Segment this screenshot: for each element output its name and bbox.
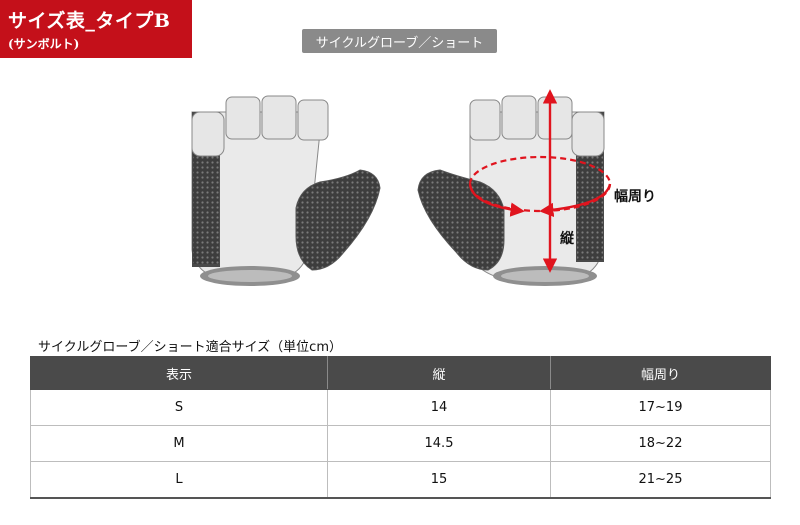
badge-title: サイズ表_タイプB	[8, 10, 171, 32]
girth-label: 幅周り	[614, 189, 656, 205]
size-chart-badge: サイズ表_タイプB (サンボルト)	[0, 0, 192, 58]
glove-palm-view	[417, 89, 612, 286]
length-label: 縦	[560, 231, 574, 247]
cell-girth: 17~19	[550, 389, 771, 426]
size-table: 表示 縦 幅周り S 14 17~19 M 14.5 18~22 L 15 21…	[30, 356, 771, 499]
table-row: L 15 21~25	[30, 461, 771, 499]
cell-girth: 18~22	[550, 425, 771, 462]
header-size-label: 表示	[30, 356, 328, 390]
cell-size: L	[30, 461, 328, 499]
category-label: サイクルグローブ／ショート	[302, 29, 497, 53]
cell-size: S	[30, 389, 328, 426]
cell-size: M	[30, 425, 328, 462]
glove-back-view	[191, 95, 381, 286]
badge-subtitle: (サンボルト)	[8, 37, 80, 51]
header-length: 縦	[327, 356, 551, 390]
table-row: M 14.5 18~22	[30, 425, 771, 462]
table-caption: サイクルグローブ／ショート適合サイズ（単位cm）	[38, 340, 342, 355]
table-header-row: 表示 縦 幅周り	[30, 356, 771, 390]
glove-illustrations	[191, 89, 612, 286]
cell-length: 15	[327, 461, 551, 499]
header-girth: 幅周り	[550, 356, 771, 390]
cell-length: 14.5	[327, 425, 551, 462]
cell-length: 14	[327, 389, 551, 426]
cell-girth: 21~25	[550, 461, 771, 499]
table-row: S 14 17~19	[30, 389, 771, 426]
